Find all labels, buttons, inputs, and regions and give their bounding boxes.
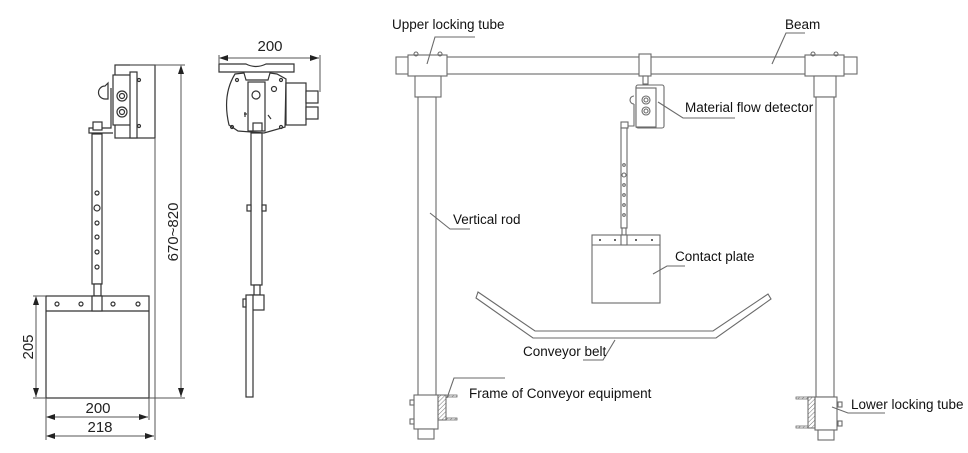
- label-upper-locking-tube: Upper locking tube: [392, 17, 505, 32]
- side-view: 200: [218, 38, 321, 398]
- label-frame-of-conveyor-equipment: Frame of Conveyor equipment: [469, 386, 652, 401]
- detector-housing-side: [218, 63, 319, 134]
- vertical-rod-right: [815, 96, 835, 398]
- label-vertical-rod: Vertical rod: [453, 212, 521, 227]
- rod-front: [91, 121, 103, 297]
- label-lower-locking-tube: Lower locking tube: [851, 397, 964, 412]
- upper-locking-tube-left: [407, 51, 448, 98]
- label-contact-plate: Contact plate: [675, 249, 755, 264]
- label-material-flow-detector: Material flow detector: [685, 100, 814, 115]
- lower-locking-tube-left: [409, 394, 458, 440]
- leader-lines: [426, 32, 885, 414]
- front-view: 670~820 205 200 218: [20, 64, 185, 440]
- rod-side: [242, 132, 267, 398]
- side-dimensions: 200: [218, 38, 321, 92]
- label-conveyor-belt: Conveyor belt: [523, 344, 607, 359]
- installation-view: Upper locking tube Beam Material flow de…: [392, 17, 964, 441]
- conveyor-belt: [475, 291, 772, 339]
- label-beam: Beam: [785, 17, 820, 32]
- beam-clamp: [638, 53, 652, 85]
- top-width-dimension: 200: [257, 38, 282, 55]
- plate-height-dimension: 205: [20, 334, 37, 359]
- detector-housing-front: [88, 64, 156, 139]
- contact-plate-front: [45, 295, 150, 399]
- overall-width-dimension: 218: [87, 419, 112, 436]
- front-dimensions: 670~820 205 200 218: [20, 64, 185, 440]
- lower-locking-tube-right: [795, 396, 843, 441]
- contact-plate: [591, 234, 661, 304]
- height-range-dimension: 670~820: [165, 203, 182, 262]
- detector-rod: [620, 127, 628, 236]
- vertical-rod-left: [417, 96, 437, 398]
- material-flow-detector: [620, 84, 665, 129]
- upper-locking-tube-right: [804, 51, 845, 98]
- plate-width-dimension: 200: [85, 400, 110, 417]
- beam: [395, 56, 858, 75]
